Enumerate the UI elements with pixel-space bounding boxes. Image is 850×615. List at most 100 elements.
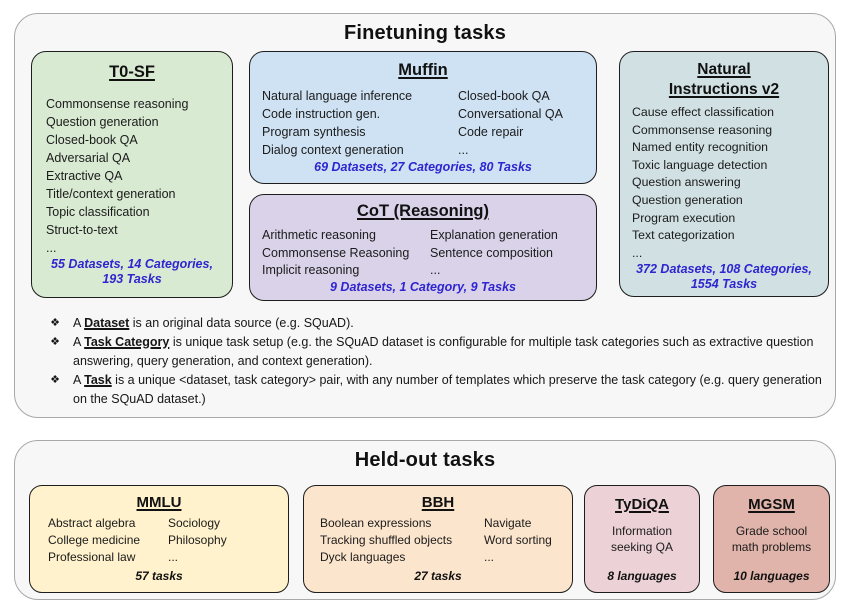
cot-task-list-right: Explanation generation Sentence composit… <box>430 227 558 280</box>
task-item: Tracking shuffled objects <box>320 533 453 547</box>
stats-line: 9 Datasets, 1 Category, 9 Tasks <box>330 279 516 294</box>
note-term: Task Category <box>84 335 170 349</box>
note-text: A Dataset is an original data source (e.… <box>73 316 354 330</box>
desc-line: Grade school <box>735 524 808 538</box>
cot-stats: 9 Datasets, 1 Category, 9 Tasks <box>262 280 584 295</box>
task-item: Word sorting <box>484 533 552 547</box>
cot-box: CoT (Reasoning) Arithmetic reasoning Com… <box>249 194 597 301</box>
note-term: Dataset <box>84 316 130 330</box>
note-task-category: ❖ A Task Category is unique task setup (… <box>37 333 829 371</box>
task-item: Natural language inference <box>262 89 413 103</box>
tydiqa-stats: 8 languages <box>607 569 677 583</box>
task-item: Adversarial QA <box>46 151 131 165</box>
diamond-bullet-icon: ❖ <box>50 336 60 348</box>
task-item: ... <box>484 550 495 564</box>
muffin-task-columns: Natural language inference Code instruct… <box>262 87 584 159</box>
muffin-title: Muffin <box>398 61 448 79</box>
t0sf-box: T0-SF Commonsense reasoning Question gen… <box>31 51 233 298</box>
task-item: Conversational QA <box>458 107 563 121</box>
held-out-tasks-panel: Held-out tasks MMLU Abstract algebra Col… <box>14 440 836 600</box>
task-item: ... <box>458 143 469 157</box>
cot-title: CoT (Reasoning) <box>357 202 489 220</box>
note-dataset: ❖ A Dataset is an original data source (… <box>37 314 829 333</box>
task-item: Cause effect classification <box>632 105 774 119</box>
task-item: Closed-book QA <box>458 89 550 103</box>
task-item: ... <box>430 263 441 277</box>
mgsm-box: MGSM Grade school math problems 10 langu… <box>713 485 830 593</box>
task-item: Topic classification <box>46 205 150 219</box>
mgsm-stats: 10 languages <box>733 569 810 583</box>
niv2-title-line: Natural <box>697 61 751 78</box>
bbh-stats: 27 tasks <box>414 569 462 583</box>
task-item: Sociology <box>168 516 221 530</box>
task-item: College medicine <box>48 533 141 547</box>
task-item: Implicit reasoning <box>262 263 360 277</box>
muffin-task-list-left: Natural language inference Code instruct… <box>262 87 458 159</box>
diamond-bullet-icon: ❖ <box>50 317 60 329</box>
task-item: Code repair <box>458 125 524 139</box>
task-item: ... <box>632 245 643 260</box>
bbh-task-list-right: Navigate Word sorting ... <box>484 515 552 566</box>
task-item: ... <box>168 550 179 564</box>
mmlu-box: MMLU Abstract algebra College medicine P… <box>29 485 289 593</box>
bbh-title: BBH <box>421 494 455 511</box>
note-text: A Task Category is unique task setup (e.… <box>73 335 814 368</box>
stats-line: 55 Datasets, 14 Categories, <box>51 257 213 271</box>
bbh-task-list-left: Boolean expressions Tracking shuffled ob… <box>320 515 484 566</box>
task-item: Program synthesis <box>262 125 366 139</box>
muffin-task-list-right: Closed-book QA Conversational QA Code re… <box>458 87 563 159</box>
t0sf-stats: 55 Datasets, 14 Categories, 193 Tasks <box>46 257 218 287</box>
task-item: Program execution <box>632 210 736 225</box>
task-item: Commonsense reasoning <box>46 97 189 111</box>
note-task: ❖ A Task is a unique <dataset, task cate… <box>37 371 829 409</box>
task-item: Toxic language detection <box>632 157 768 172</box>
mmlu-title: MMLU <box>136 494 182 511</box>
task-item: Commonsense Reasoning <box>262 245 410 260</box>
tydiqa-box: TyDiQA Information seeking QA 8 language… <box>584 485 700 593</box>
desc-line: Information <box>611 524 673 538</box>
task-item: Struct-to-text <box>46 223 118 237</box>
muffin-box: Muffin Natural language inference Code i… <box>249 51 597 184</box>
muffin-stats: 69 Datasets, 27 Categories, 80 Tasks <box>262 160 584 175</box>
mmlu-task-columns: Abstract algebra College medicine Profes… <box>30 512 288 566</box>
bbh-box: BBH Boolean expressions Tracking shuffle… <box>303 485 573 593</box>
task-item: ... <box>46 241 57 255</box>
task-item: Arithmetic reasoning <box>262 228 376 242</box>
finetuning-tasks-panel: Finetuning tasks T0-SF Commonsense reaso… <box>14 13 836 418</box>
task-item: Commonsense reasoning <box>632 122 773 137</box>
cot-task-list-left: Arithmetic reasoning Commonsense Reasoni… <box>262 227 430 280</box>
mgsm-title: MGSM <box>748 496 795 513</box>
task-item: Extractive QA <box>46 169 123 183</box>
task-item: Navigate <box>484 516 532 530</box>
stats-line: 69 Datasets, 27 Categories, 80 Tasks <box>314 160 532 174</box>
niv2-title-line: Instructions v2 <box>668 80 780 98</box>
t0sf-task-list: Commonsense reasoning Question generatio… <box>46 95 218 257</box>
task-item: Question generation <box>46 115 159 129</box>
mmlu-stats: 57 tasks <box>135 569 183 583</box>
desc-line: math problems <box>731 540 812 554</box>
task-item: Professional law <box>48 550 136 564</box>
mmlu-task-list-left: Abstract algebra College medicine Profes… <box>48 515 168 566</box>
task-item: Named entity recognition <box>632 140 769 155</box>
note-text: A Task is a unique <dataset, task catego… <box>73 373 822 406</box>
niv2-title: Natural Instructions v2 <box>632 60 816 99</box>
task-item: Question answering <box>632 175 741 190</box>
t0sf-title: T0-SF <box>109 63 155 81</box>
task-item: Text categorization <box>632 228 735 243</box>
natural-instructions-v2-box: Natural Instructions v2 Cause effect cla… <box>619 51 829 297</box>
stats-line: 372 Datasets, 108 Categories, <box>636 262 812 277</box>
task-item: Sentence composition <box>430 245 553 260</box>
task-item: Dyck languages <box>320 550 406 564</box>
task-item: Code instruction gen. <box>262 107 381 121</box>
niv2-stats: 372 Datasets, 108 Categories, 1554 Tasks <box>632 262 816 291</box>
niv2-task-list: Cause effect classification Commonsense … <box>632 104 816 262</box>
task-item: Philosophy <box>168 533 227 547</box>
task-item: Question generation <box>632 192 743 207</box>
task-item: Dialog context generation <box>262 143 404 157</box>
held-out-panel-title: Held-out tasks <box>354 449 496 471</box>
mgsm-description: Grade school math problems <box>714 523 829 555</box>
cot-task-columns: Arithmetic reasoning Commonsense Reasoni… <box>262 227 584 280</box>
finetuning-panel-title: Finetuning tasks <box>343 22 507 44</box>
task-item: Explanation generation <box>430 228 558 242</box>
